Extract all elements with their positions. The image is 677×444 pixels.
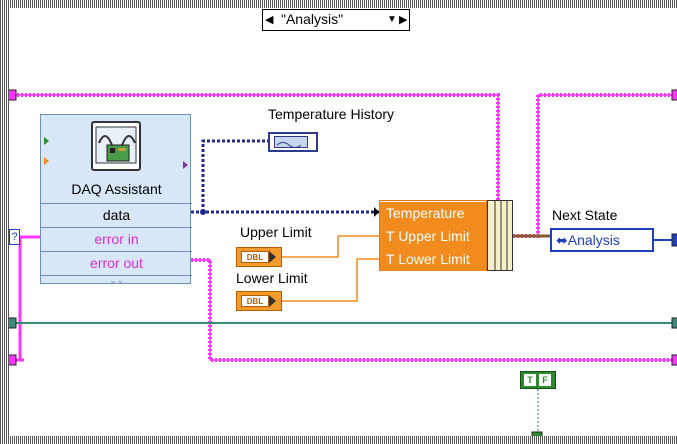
next-state-value: Analysis [567, 232, 620, 248]
graph-label: Temperature History [268, 106, 395, 122]
data-wire-up [201, 139, 268, 212]
upper-limit-terminal[interactable]: DBL [236, 247, 282, 267]
case-prev-icon[interactable]: ◀ [265, 14, 274, 26]
daq-terminal-error-in[interactable]: error in [41, 227, 192, 252]
waveform-chart-terminal[interactable] [268, 132, 318, 152]
lower-limit-terminal[interactable]: DBL [236, 291, 282, 311]
expand-chevron-icon[interactable]: ⌄⌄ [41, 275, 192, 286]
boolean-constant[interactable]: T F [520, 371, 556, 389]
error-out-wire-core [191, 259, 677, 361]
case-next-icon[interactable]: ▶ [399, 14, 408, 26]
case-selector-label: "Analysis" [281, 11, 344, 27]
case-selector-terminal[interactable]: ? [9, 229, 20, 245]
dbl-tag: DBL [241, 251, 269, 263]
bundle-by-name-node[interactable]: Temperature T Upper Limit T Lower Limit [379, 200, 487, 271]
upper-limit-wire [282, 235, 379, 258]
bundle-node-body[interactable] [487, 200, 513, 271]
upper-limit-label: Upper Limit [240, 224, 312, 240]
wire-junction [200, 209, 206, 215]
dbl-tag: DBL [241, 295, 269, 307]
lower-limit-wire [282, 258, 379, 302]
waveform-chart-icon [274, 136, 308, 148]
bundle-element-upper-limit[interactable]: T Upper Limit [380, 225, 486, 248]
daq-terminal-error-out[interactable]: error out [41, 251, 192, 276]
bundle-in-arrow-1 [374, 207, 379, 217]
case-structure-top-border [0, 0, 677, 8]
daq-title: DAQ Assistant [71, 181, 162, 197]
enum-tunnel-right [671, 233, 677, 247]
case-dropdown-icon[interactable]: ▼ [387, 14, 397, 25]
case-structure-left-border [0, 0, 9, 444]
error-tunnel-top-right [671, 89, 677, 101]
next-state-enum[interactable]: ⬌Analysis [550, 228, 654, 252]
output-arrow-icon [269, 251, 276, 263]
daq-terminal-data[interactable]: data [41, 203, 192, 228]
lower-limit-label: Lower Limit [236, 270, 308, 286]
bundle-element-temperature[interactable]: Temperature [380, 202, 486, 225]
daq-assistant-node[interactable]: DAQ Assistant data error in error out ⌄⌄ [40, 114, 192, 286]
output-arrow-icon [269, 295, 276, 307]
case-selector[interactable]: ◀ "Analysis" ▼ ▶ [262, 9, 410, 31]
daq-icon [91, 121, 141, 171]
enum-arrows-icon: ⬌ [556, 232, 568, 248]
error-in-wire [9, 235, 40, 362]
daq-output-arrow [183, 161, 188, 169]
bundle-element-lower-limit[interactable]: T Lower Limit [380, 248, 486, 271]
error-tunnel-right-bottom [671, 354, 677, 366]
daq-input-arrows [44, 137, 49, 165]
next-state-label: Next State [552, 207, 618, 223]
bundle-icon [494, 201, 508, 270]
case-structure-bottom-border [0, 436, 677, 444]
error-wire-top-core [9, 94, 499, 200]
boolean-true-text: T [524, 374, 536, 386]
refnum-tunnel-right [671, 317, 677, 329]
boolean-false-text: F [539, 374, 551, 386]
